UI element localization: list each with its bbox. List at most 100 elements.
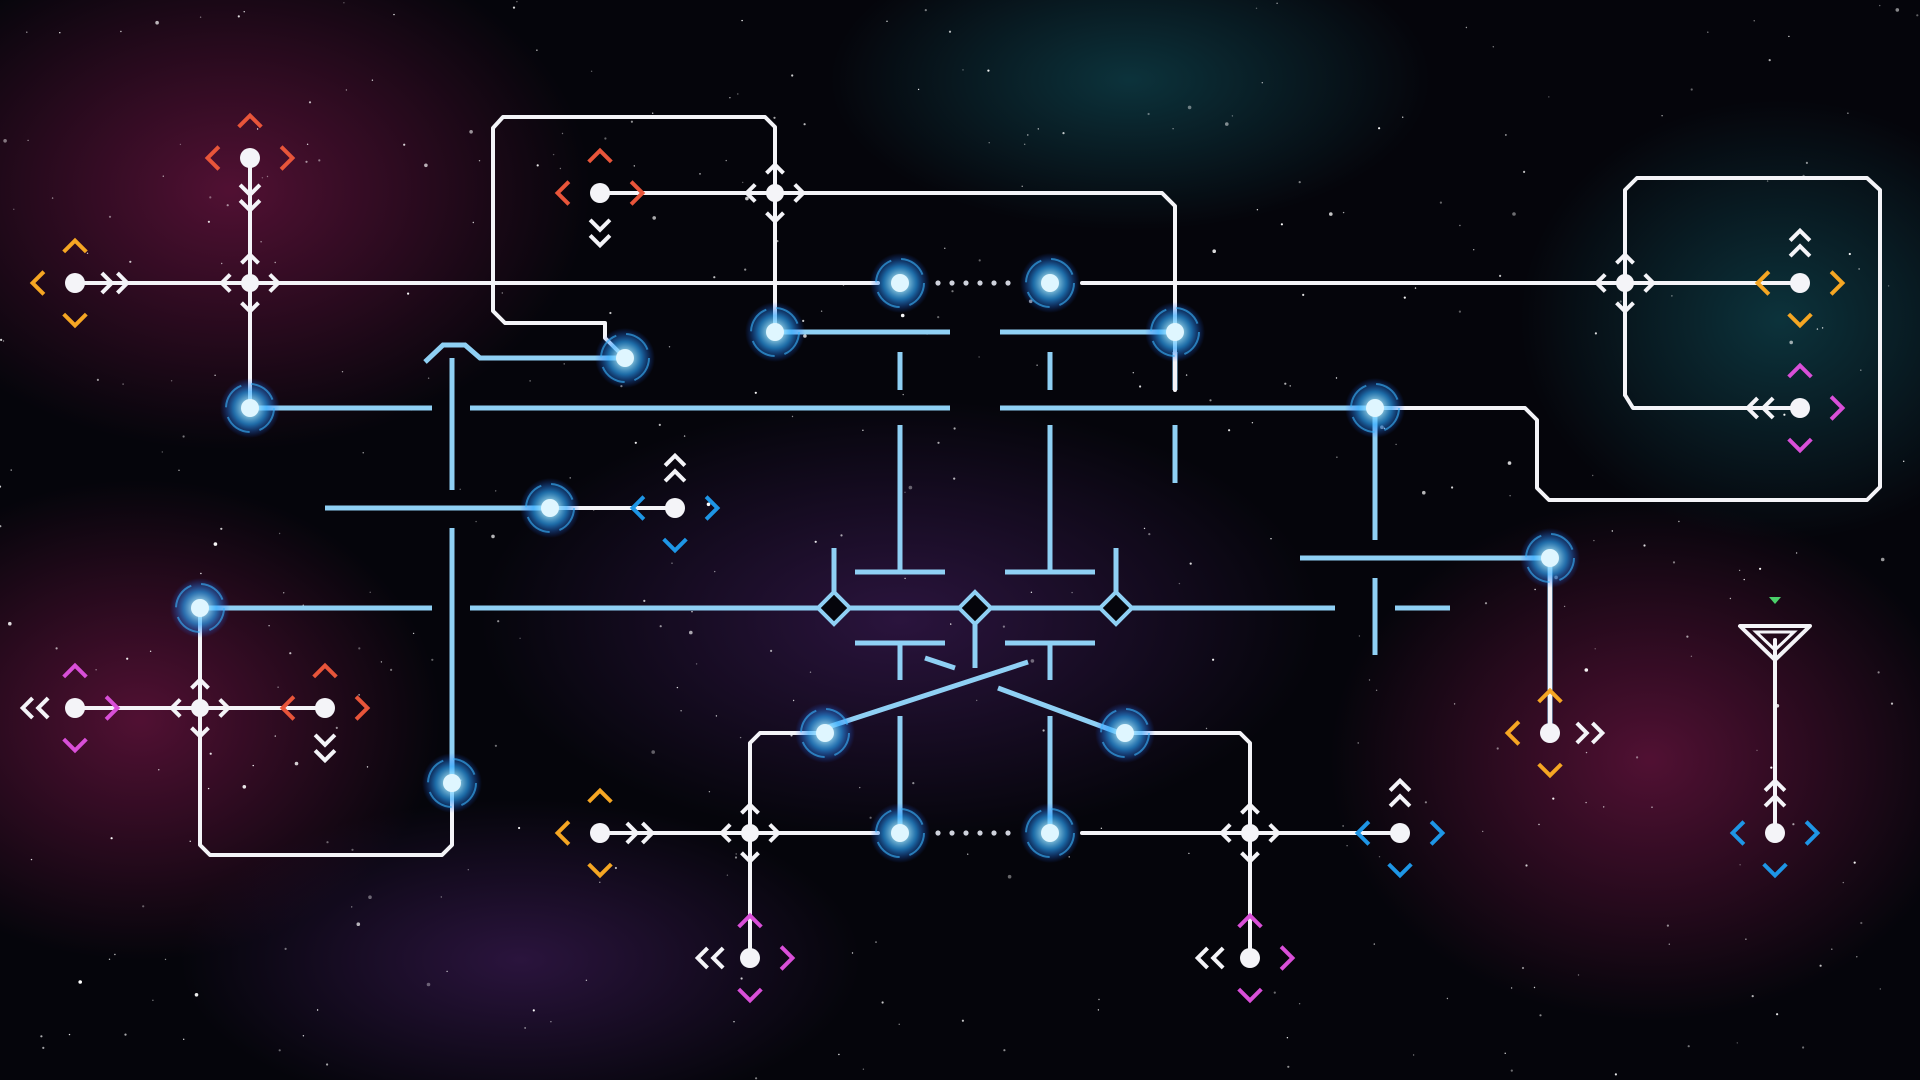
white-junction[interactable]	[743, 161, 807, 225]
terminal-ornament	[694, 946, 725, 970]
glowing-orb-icon[interactable]	[520, 478, 580, 538]
glowing-orb-icon[interactable]	[1095, 703, 1155, 763]
star	[536, 164, 539, 167]
star	[599, 881, 601, 883]
star	[1378, 127, 1381, 130]
bracket-terminal-icon[interactable]	[204, 112, 296, 214]
star	[904, 577, 906, 580]
star	[1770, 766, 1773, 769]
bracket-icon	[1729, 820, 1746, 846]
bracket-terminal-icon[interactable]	[1194, 912, 1296, 1004]
glowing-orb-icon[interactable]	[1345, 378, 1405, 438]
star	[1795, 552, 1798, 554]
bracket-terminal-icon[interactable]	[19, 662, 121, 754]
goal-marker[interactable]	[1738, 597, 1812, 662]
glowing-orb-icon[interactable]	[795, 703, 855, 763]
star	[1439, 201, 1442, 204]
bracket-terminal-icon[interactable]	[1754, 227, 1846, 329]
bracket-terminal-icon[interactable]	[29, 237, 131, 329]
white-junction[interactable]	[718, 801, 782, 865]
terminal-bracket	[104, 695, 121, 721]
orb-core	[1166, 323, 1184, 341]
star	[403, 143, 406, 146]
star	[366, 766, 369, 768]
bracket-terminal-icon[interactable]	[554, 787, 656, 879]
white-junction[interactable]	[218, 251, 282, 315]
star	[862, 1068, 865, 1070]
star	[1759, 567, 1762, 570]
star	[278, 532, 281, 535]
star	[550, 1021, 552, 1023]
bracket-terminal-icon[interactable]	[1729, 777, 1821, 879]
star	[284, 947, 287, 951]
star	[563, 363, 565, 365]
white-wire	[491, 115, 777, 360]
glowing-orb-icon[interactable]	[170, 578, 230, 638]
bracket-terminal-icon[interactable]	[1744, 362, 1846, 454]
glowing-orb-icon[interactable]	[870, 803, 930, 863]
chevron-icon	[313, 749, 337, 764]
white-junction[interactable]	[168, 676, 232, 740]
terminal-ornament	[1575, 721, 1606, 745]
diamond-junction-icon[interactable]	[956, 589, 994, 627]
orb-core	[241, 399, 259, 417]
star	[699, 173, 701, 175]
star	[427, 377, 430, 379]
star	[773, 116, 776, 119]
star	[368, 895, 372, 899]
star	[1255, 7, 1258, 9]
star	[371, 79, 374, 81]
star	[1848, 252, 1851, 256]
bracket-terminal-icon[interactable]	[279, 662, 371, 764]
star	[902, 393, 904, 396]
glowing-orb-icon[interactable]	[1145, 302, 1205, 362]
white-junction[interactable]	[1218, 801, 1282, 865]
star	[1368, 679, 1371, 681]
orb-swirl	[875, 808, 925, 858]
diamond-junction-icon[interactable]	[815, 589, 853, 627]
star	[214, 374, 216, 376]
star	[529, 380, 531, 382]
star	[1451, 486, 1454, 489]
star	[820, 310, 823, 312]
orb-core	[891, 824, 909, 842]
glowing-orb-icon[interactable]	[220, 378, 280, 438]
star	[27, 139, 29, 142]
chevron-icon	[641, 821, 656, 845]
glowing-orb-icon[interactable]	[422, 753, 482, 813]
star	[1593, 539, 1595, 542]
bracket-terminal-icon[interactable]	[1354, 777, 1446, 879]
bracket-terminal-icon[interactable]	[629, 452, 721, 554]
glowing-orb-icon[interactable]	[595, 328, 655, 388]
diamond-junction-icon[interactable]	[1097, 589, 1135, 627]
bracket-icon	[1387, 862, 1413, 879]
orb-core	[541, 499, 559, 517]
star	[512, 6, 516, 9]
terminal-bracket	[62, 737, 88, 754]
star	[362, 452, 364, 454]
star	[289, 652, 292, 655]
bracket-terminal-icon[interactable]	[1504, 687, 1606, 779]
glowing-orb-icon[interactable]	[745, 302, 805, 362]
terminal-bracket	[1729, 820, 1746, 846]
star	[122, 383, 124, 385]
star	[1453, 703, 1456, 705]
glowing-orb-icon[interactable]	[1520, 528, 1580, 588]
glowing-orb-icon[interactable]	[1020, 803, 1080, 863]
chevron-icon	[238, 183, 262, 198]
terminal-bracket	[1429, 820, 1446, 846]
star	[158, 769, 160, 771]
glowing-orb-icon[interactable]	[1020, 253, 1080, 313]
junction-node	[766, 184, 784, 202]
glowing-orb-icon[interactable]	[870, 253, 930, 313]
star	[1533, 986, 1536, 989]
orb-swirl	[800, 708, 850, 758]
star	[162, 175, 164, 177]
white-junction[interactable]	[1593, 251, 1657, 315]
bracket-terminal-icon[interactable]	[554, 147, 646, 249]
star	[1916, 14, 1919, 17]
star	[1403, 296, 1406, 299]
star	[742, 181, 744, 184]
bracket-terminal-icon[interactable]	[694, 912, 796, 1004]
star	[1895, 8, 1900, 12]
